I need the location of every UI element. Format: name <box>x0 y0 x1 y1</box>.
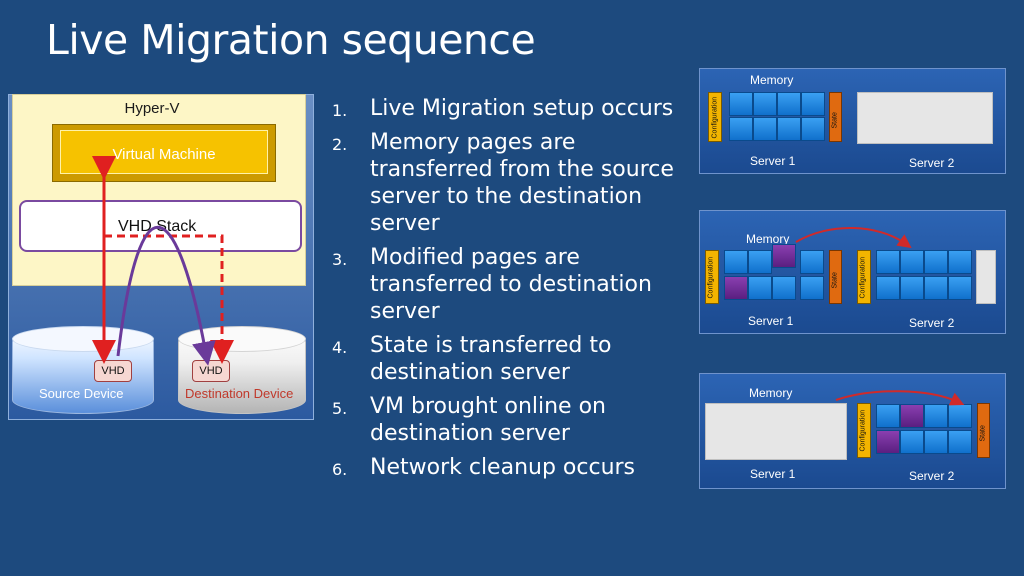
dirty-memory-page <box>724 276 748 300</box>
server1-label: Server 1 <box>750 467 796 481</box>
dirty-memory-page <box>772 244 796 268</box>
step-item: 5. VM brought online on destination serve… <box>332 393 692 447</box>
destination-device-label: Destination Device <box>185 386 294 401</box>
step-text: Network cleanup occurs <box>370 455 636 480</box>
server2-empty-memory <box>857 92 993 144</box>
step-text: VM brought online on destination server <box>370 394 606 446</box>
server2-label: Server 2 <box>909 316 955 330</box>
virtual-machine-inner <box>60 130 268 174</box>
step-item: 1. Live Migration setup occurs <box>332 95 692 122</box>
step-text: Live Migration setup occurs <box>370 96 674 121</box>
memory-page <box>948 250 972 274</box>
step-number: 4. <box>332 338 348 357</box>
memory-page <box>924 404 948 428</box>
memory-page <box>729 92 753 116</box>
memory-page <box>772 276 796 300</box>
storage-copy-arrow <box>116 226 216 366</box>
memory-page <box>876 250 900 274</box>
memory-page <box>900 430 924 454</box>
state-transfer-arrow <box>835 390 965 406</box>
memory-page <box>900 250 924 274</box>
page-transfer-arrow <box>795 227 912 249</box>
memory-page <box>777 117 801 141</box>
memory-page <box>948 430 972 454</box>
destination-io-arrow <box>104 234 234 364</box>
dirty-memory-page <box>900 404 924 428</box>
configuration-block <box>705 250 719 304</box>
memory-label: Memory <box>749 386 793 400</box>
memory-page <box>748 250 772 274</box>
memory-page <box>801 117 825 141</box>
memory-page <box>876 276 900 300</box>
server1-label: Server 1 <box>750 154 796 168</box>
configuration-block <box>857 403 871 458</box>
memory-page <box>777 92 801 116</box>
step-number: 1. <box>332 101 348 120</box>
state-block <box>977 403 990 458</box>
slide-title: Live Migration sequence <box>46 16 536 64</box>
memory-page <box>800 276 824 300</box>
step-text: Memory pages are transferred from the so… <box>370 130 674 236</box>
dirty-memory-page <box>876 430 900 454</box>
step-item: 6. Network cleanup occurs <box>332 454 692 481</box>
step-number: 6. <box>332 460 348 479</box>
step-number: 5. <box>332 399 348 418</box>
server2-label: Server 2 <box>909 156 955 170</box>
step-item: 4. State is transferred to destination se… <box>332 332 692 386</box>
configuration-block <box>708 92 722 142</box>
memory-page <box>900 276 924 300</box>
state-block <box>829 92 842 142</box>
step-text: State is transferred to destination serv… <box>370 333 612 385</box>
step-number: 3. <box>332 250 348 269</box>
memory-page <box>876 404 900 428</box>
server1-label: Server 1 <box>748 314 794 328</box>
memory-label: Memory <box>750 73 794 87</box>
source-device-label: Source Device <box>39 386 124 401</box>
state-block <box>829 250 842 304</box>
memory-page <box>924 250 948 274</box>
server1-empty-memory <box>705 403 847 460</box>
memory-page <box>724 250 748 274</box>
virtual-machine-label: Virtual Machine <box>112 146 216 163</box>
steps-list: 1. Live Migration setup occurs 2. Memory p… <box>332 95 692 488</box>
server2-label: Server 2 <box>909 469 955 483</box>
memory-page <box>748 276 772 300</box>
step-item: 2. Memory pages are transferred from the … <box>332 129 692 237</box>
memory-page <box>753 117 777 141</box>
step-text: Modified pages are transferred to destin… <box>370 245 652 324</box>
memory-page <box>800 250 824 274</box>
memory-page <box>753 92 777 116</box>
memory-page <box>801 92 825 116</box>
memory-page <box>924 430 948 454</box>
memory-page <box>948 404 972 428</box>
step-number: 2. <box>332 135 348 154</box>
memory-label: Memory <box>746 232 790 246</box>
memory-page <box>924 276 948 300</box>
memory-page <box>948 276 972 300</box>
vhd-stack-box <box>19 200 302 252</box>
configuration-block-server2 <box>857 250 871 304</box>
server2-empty-memory <box>976 250 996 304</box>
memory-page <box>729 117 753 141</box>
step-item: 3. Modified pages are transferred to dest… <box>332 244 692 325</box>
source-vhd-tag: VHD <box>94 360 132 382</box>
hyperv-label: Hyper-V <box>124 100 180 117</box>
source-device-cylinder-top <box>12 326 154 352</box>
